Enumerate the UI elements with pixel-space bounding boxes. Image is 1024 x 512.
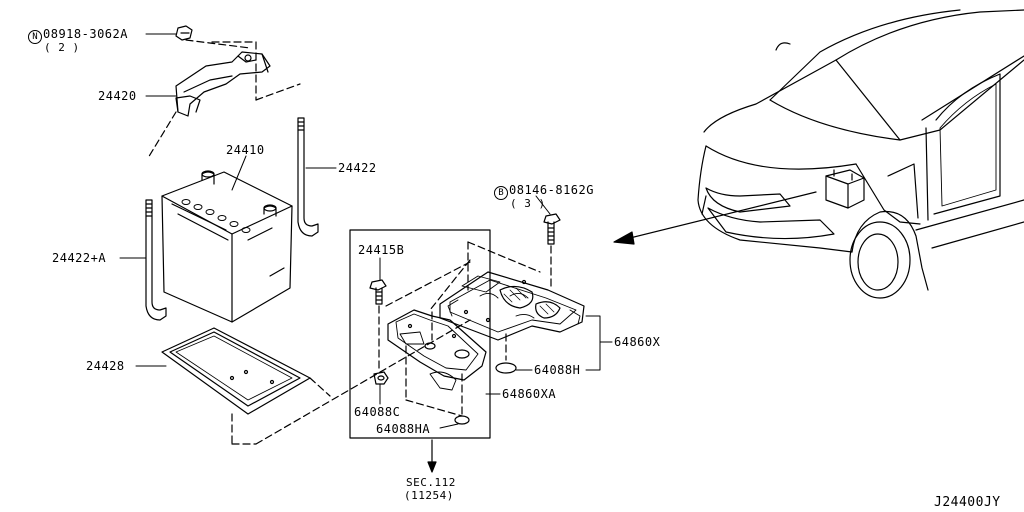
section-arrow bbox=[427, 439, 437, 473]
tray-guides bbox=[231, 319, 471, 445]
label-tray: 24428 bbox=[86, 359, 125, 373]
label-hold-frame: 24420 bbox=[98, 89, 137, 103]
hold-frame-guides bbox=[147, 39, 301, 159]
grommet-ha bbox=[454, 415, 470, 425]
grommet-h bbox=[495, 362, 517, 374]
battery-hold-frame bbox=[175, 51, 271, 117]
sub-assembly-box bbox=[349, 229, 491, 439]
label-grommet-ha: 64088HA bbox=[376, 422, 431, 436]
battery-tray bbox=[161, 327, 311, 415]
label-grommet-h: 64088H bbox=[534, 363, 581, 377]
label-bracket-assy: 64860X bbox=[614, 335, 661, 349]
section-ref-line2: (11254) bbox=[404, 489, 454, 502]
vehicle-outline bbox=[697, 9, 1024, 299]
grommet-c bbox=[373, 371, 389, 385]
bracket-upper-guides bbox=[429, 241, 552, 361]
label-battery: 24410 bbox=[226, 143, 265, 157]
rod-right bbox=[297, 117, 319, 237]
bracket-bolt bbox=[543, 213, 561, 245]
diagram-id: J24400JY bbox=[934, 495, 1001, 510]
bracket-lower-guides bbox=[378, 261, 471, 417]
nut bbox=[175, 25, 193, 41]
bracket-small-bolt bbox=[369, 279, 387, 305]
label-rod-left: 24422+A bbox=[52, 251, 107, 265]
bolt-quantity: ( 3 ) bbox=[510, 197, 546, 210]
bracket-lower bbox=[387, 309, 487, 391]
bolt-part-number: 08146-8162G bbox=[509, 183, 594, 197]
rod-left bbox=[145, 199, 167, 321]
nut-part-number: 08918-3062A bbox=[43, 27, 128, 41]
label-rod-right: 24422 bbox=[338, 161, 377, 175]
battery bbox=[161, 170, 293, 323]
bracket-upper bbox=[439, 271, 585, 341]
location-arrow bbox=[613, 191, 817, 245]
label-grommet-c: 64088C bbox=[354, 405, 401, 419]
circle-b-symbol: B bbox=[494, 186, 508, 200]
nut-quantity: ( 2 ) bbox=[44, 41, 80, 54]
leader-lines bbox=[119, 33, 613, 429]
section-ref-line1: SEC.112 bbox=[406, 476, 456, 489]
label-bracket-bolt: 24415B bbox=[358, 243, 405, 257]
circle-n-symbol: N bbox=[28, 30, 42, 44]
label-bracket-sub: 64860XA bbox=[502, 387, 557, 401]
